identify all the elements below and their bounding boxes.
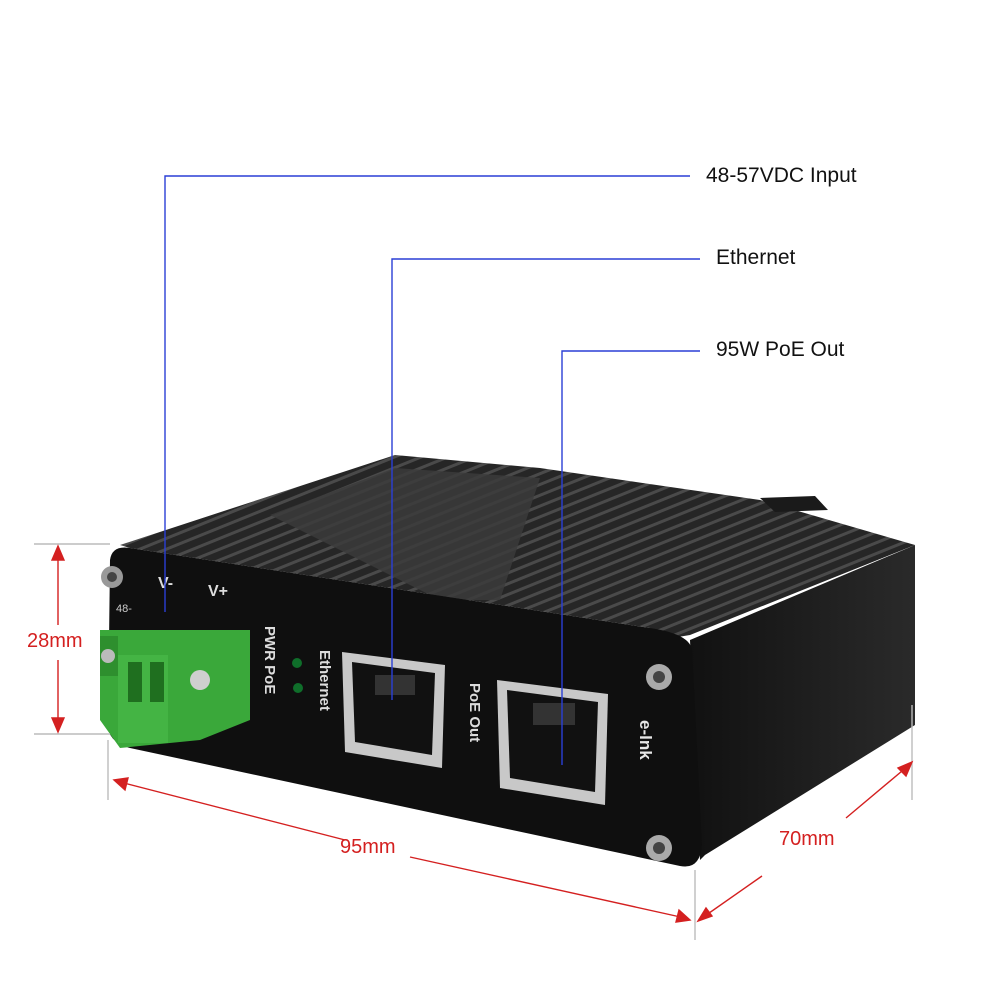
width-dimension-label: 95mm [340,836,396,858]
led-labels: PWR PoE [261,626,278,694]
terminal-small-label: 48- [116,603,132,615]
callout-poe-out-label: 95W PoE Out [716,338,845,361]
depth-dimension-label: 70mm [779,828,835,850]
status-leds [292,658,303,693]
height-dimension-label: 28mm [27,630,83,652]
poe-out-port-label: PoE Out [466,683,483,742]
terminal-block [100,630,250,748]
callout-input-label: 48-57VDC Input [706,164,857,187]
terminal-plus-label: V+ [208,583,228,600]
ethernet-port [342,652,445,768]
ethernet-port-label: Ethernet [316,650,333,711]
enclosure-side [690,545,915,860]
brand-logo: e-lnk [636,720,655,760]
dimension-lines [34,543,914,940]
callout-ethernet-label: Ethernet [716,246,796,269]
poe-out-port [497,680,608,805]
callout-lines [164,175,700,765]
enclosure-top [120,455,915,640]
